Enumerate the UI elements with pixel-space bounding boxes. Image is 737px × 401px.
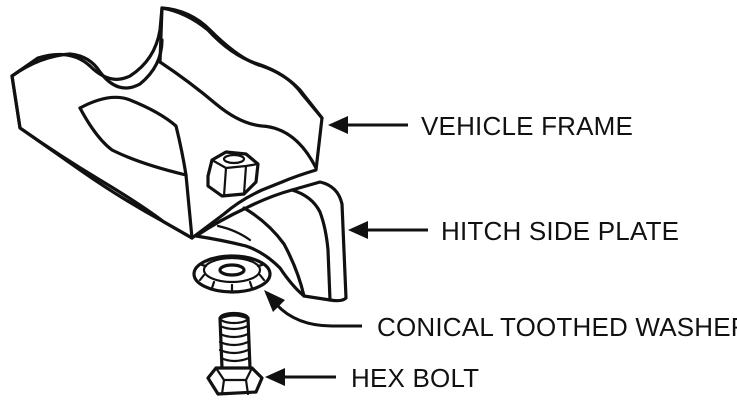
conical-toothed-washer-label: CONICAL TOOTHED WASHER	[377, 312, 737, 342]
hex-nut-part	[206, 150, 260, 198]
hitch-side-plate-label: HITCH SIDE PLATE	[441, 216, 679, 246]
vehicle-frame-label: VEHICLE FRAME	[421, 111, 633, 141]
vehicle-frame-arrow	[328, 116, 408, 134]
hitch-side-plate-part	[194, 180, 348, 303]
conical-toothed-washer-arrow	[264, 290, 362, 328]
hex-bolt-arrow	[265, 368, 336, 386]
hex-bolt-part	[206, 311, 264, 396]
conical-toothed-washer-part	[192, 254, 272, 294]
hex-bolt-label: HEX BOLT	[351, 363, 479, 393]
hitch-side-plate-arrow	[348, 221, 428, 239]
